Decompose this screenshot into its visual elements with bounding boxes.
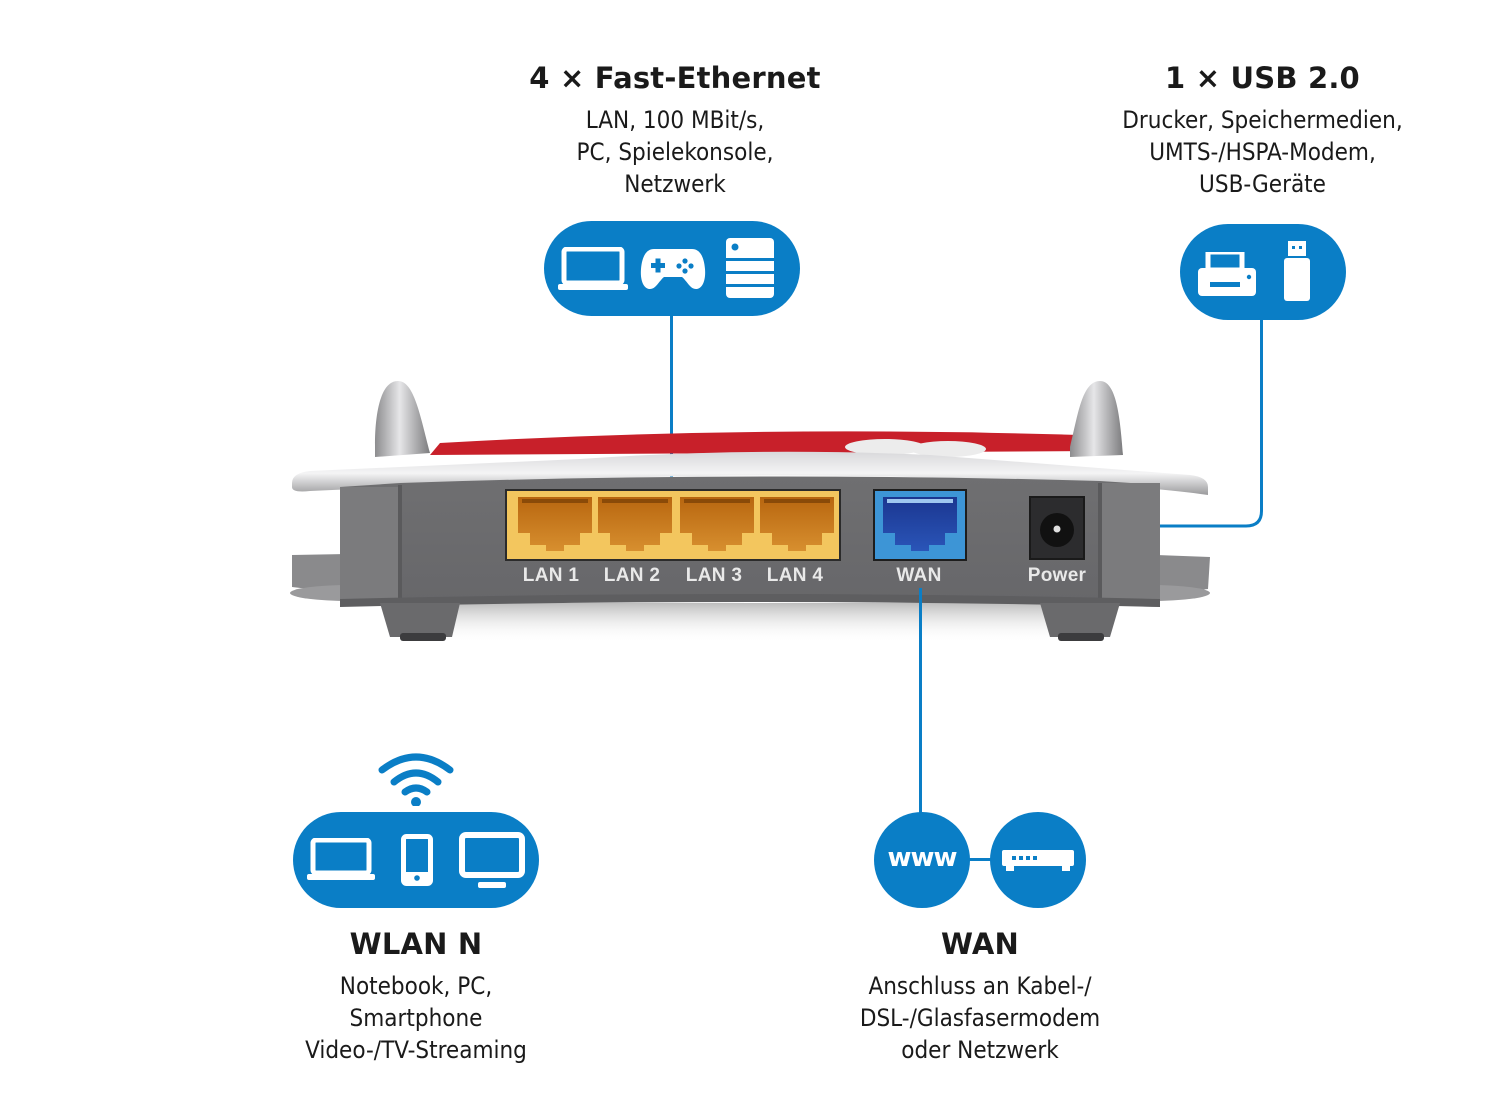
- laptop-icon: [558, 247, 628, 290]
- wlan-line-2: Smartphone: [349, 1004, 483, 1032]
- router-illustration: [290, 381, 1210, 643]
- usb-connector-line: [1160, 318, 1263, 528]
- port-label-power: Power: [1027, 565, 1087, 586]
- modem-circle: [990, 812, 1086, 908]
- lan-line-3: Netzwerk: [624, 170, 726, 198]
- port-label-lan-3: LAN 3: [685, 565, 743, 586]
- wlan-caption: WLAN N Notebook, PC, Smartphone Video-/T…: [266, 926, 566, 1066]
- lan-icon-pill: [544, 221, 800, 316]
- server-icon: [726, 238, 774, 298]
- www-icon: www: [887, 843, 957, 873]
- port-label-wan: WAN: [896, 565, 942, 586]
- wan-title: WAN: [941, 927, 1019, 961]
- usb-line-1: Drucker, Speichermedien,: [1122, 106, 1403, 134]
- smartphone-icon: [401, 834, 433, 886]
- laptop-icon: [307, 838, 375, 880]
- printer-icon: [1198, 252, 1256, 296]
- usb-icon-pill: [1180, 224, 1346, 320]
- usb-caption: 1 × USB 2.0 Drucker, Speichermedien, UMT…: [1080, 60, 1445, 200]
- port-label-lan-4: LAN 4: [766, 565, 824, 586]
- lan-port-2: [598, 497, 672, 551]
- lan-port-1: [518, 497, 592, 551]
- lan-connector-line: [670, 316, 673, 480]
- lan-port-4: [760, 497, 834, 551]
- monitor-icon: [459, 832, 525, 888]
- lan-caption: 4 × Fast-Ethernet LAN, 100 MBit/s, PC, S…: [520, 60, 830, 200]
- usb-title: 1 × USB 2.0: [1165, 61, 1360, 95]
- usb-line-2: UMTS-/HSPA-Modem,: [1149, 138, 1376, 166]
- usb-line-3: USB-Geräte: [1199, 170, 1326, 198]
- wan-line-1: Anschluss an Kabel-/: [868, 972, 1092, 1000]
- wan-caption: WAN Anschluss an Kabel-/ DSL-/Glasfaserm…: [820, 926, 1140, 1066]
- port-label-lan-1: LAN 1: [522, 565, 580, 586]
- wlan-title: WLAN N: [349, 927, 483, 961]
- wlan-line-3: Video-/TV-Streaming: [305, 1036, 527, 1064]
- port-label-lan-2: LAN 2: [603, 565, 661, 586]
- lan-port-3: [680, 497, 754, 551]
- www-circle: www: [874, 812, 970, 908]
- lan-line-1: LAN, 100 MBit/s,: [585, 106, 765, 134]
- lan-title: 4 × Fast-Ethernet: [529, 61, 821, 95]
- wan-port: [883, 497, 957, 551]
- wan-line-2: DSL-/Glasfasermodem: [859, 1004, 1101, 1032]
- wan-line-3: oder Netzwerk: [901, 1036, 1059, 1064]
- wan-link-line: [968, 858, 992, 861]
- lan-line-2: PC, Spielekonsole,: [576, 138, 774, 166]
- modem-icon: [1002, 850, 1074, 871]
- gamepad-icon: [640, 249, 706, 289]
- usb-stick-icon: [1284, 241, 1310, 301]
- wifi-icon: [378, 753, 454, 806]
- wan-connector-line: [919, 588, 922, 814]
- wlan-icon-pill: [293, 812, 539, 908]
- wlan-line-1: Notebook, PC,: [339, 972, 493, 1000]
